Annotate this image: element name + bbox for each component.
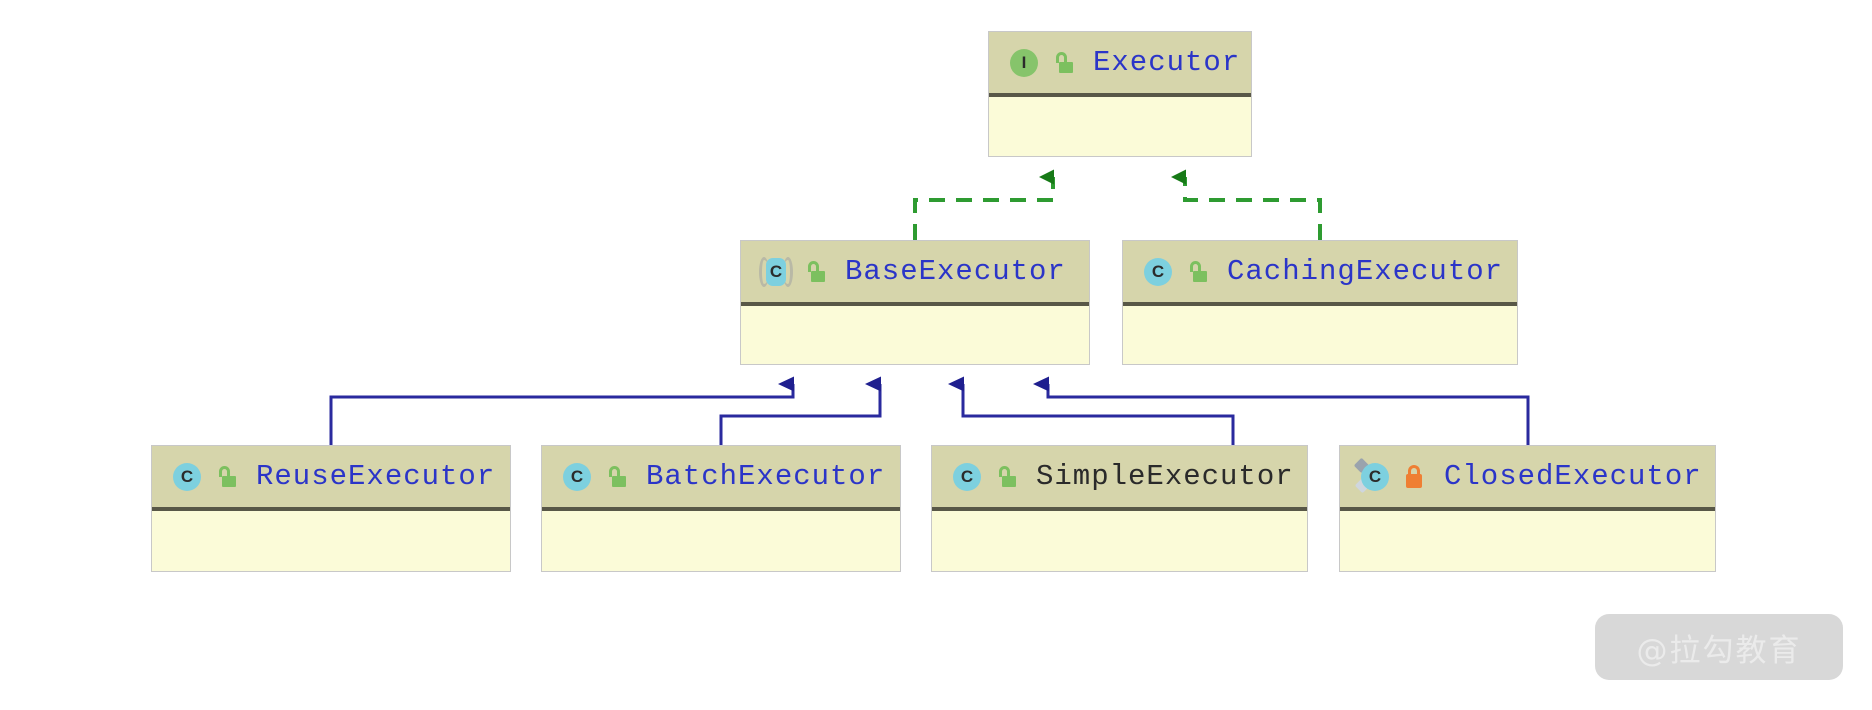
lock-icon <box>1402 464 1426 489</box>
class-icon: C <box>950 460 984 494</box>
unlock-icon <box>1051 51 1075 75</box>
edge-caching-executor-implements-executor <box>1171 169 1322 240</box>
watermark: @拉勾教育 <box>1595 614 1843 680</box>
class-members-compartment <box>989 97 1251 154</box>
class-node-base-executor[interactable]: C BaseExecutor <box>740 240 1090 365</box>
class-members-compartment <box>1340 511 1715 569</box>
class-members-compartment <box>1123 306 1517 362</box>
abstract-class-icon: C <box>759 255 793 289</box>
edge-batch-executor-extends-base-executor <box>719 376 882 445</box>
class-name: CachingExecutor <box>1227 255 1504 288</box>
interface-icon: I <box>1007 46 1041 80</box>
edge-base-executor-implements-executor <box>913 169 1055 240</box>
class-name: ClosedExecutor <box>1444 460 1702 493</box>
unlock-icon <box>214 465 238 489</box>
class-icon: C <box>170 460 204 494</box>
unlock-icon <box>1185 260 1209 284</box>
unlock-icon <box>803 260 827 284</box>
class-node-executor[interactable]: I Executor <box>988 31 1252 157</box>
class-node-header: C BaseExecutor <box>741 241 1089 306</box>
class-node-closed-executor[interactable]: C ClosedExecutor <box>1339 445 1716 572</box>
inner-class-icon: C <box>1353 457 1392 494</box>
class-node-header: C CachingExecutor <box>1123 241 1517 306</box>
edge-reuse-executor-extends-base-executor <box>329 376 795 445</box>
class-node-simple-executor[interactable]: C SimpleExecutor <box>931 445 1308 572</box>
class-node-caching-executor[interactable]: C CachingExecutor <box>1122 240 1518 365</box>
edge-simple-executor-extends-base-executor <box>948 376 1235 445</box>
class-node-header: C SimpleExecutor <box>932 446 1307 511</box>
class-icon: C <box>1141 255 1175 289</box>
unlock-icon <box>604 465 628 489</box>
class-node-header: I Executor <box>989 32 1251 97</box>
class-node-header: C BatchExecutor <box>542 446 900 511</box>
edge-closed-executor-extends-base-executor <box>1033 376 1530 445</box>
class-name: ReuseExecutor <box>256 460 496 493</box>
class-members-compartment <box>542 511 900 569</box>
class-node-header: C ReuseExecutor <box>152 446 510 511</box>
class-members-compartment <box>741 306 1089 362</box>
class-name: BaseExecutor <box>845 255 1066 288</box>
class-name: Executor <box>1093 46 1241 79</box>
unlock-icon <box>994 465 1018 489</box>
class-node-reuse-executor[interactable]: C ReuseExecutor <box>151 445 511 572</box>
class-node-batch-executor[interactable]: C BatchExecutor <box>541 445 901 572</box>
class-name: BatchExecutor <box>646 460 886 493</box>
class-icon: C <box>560 460 594 494</box>
class-node-header: C ClosedExecutor <box>1340 446 1715 511</box>
class-members-compartment <box>152 511 510 569</box>
class-name: SimpleExecutor <box>1036 460 1294 493</box>
class-members-compartment <box>932 511 1307 569</box>
